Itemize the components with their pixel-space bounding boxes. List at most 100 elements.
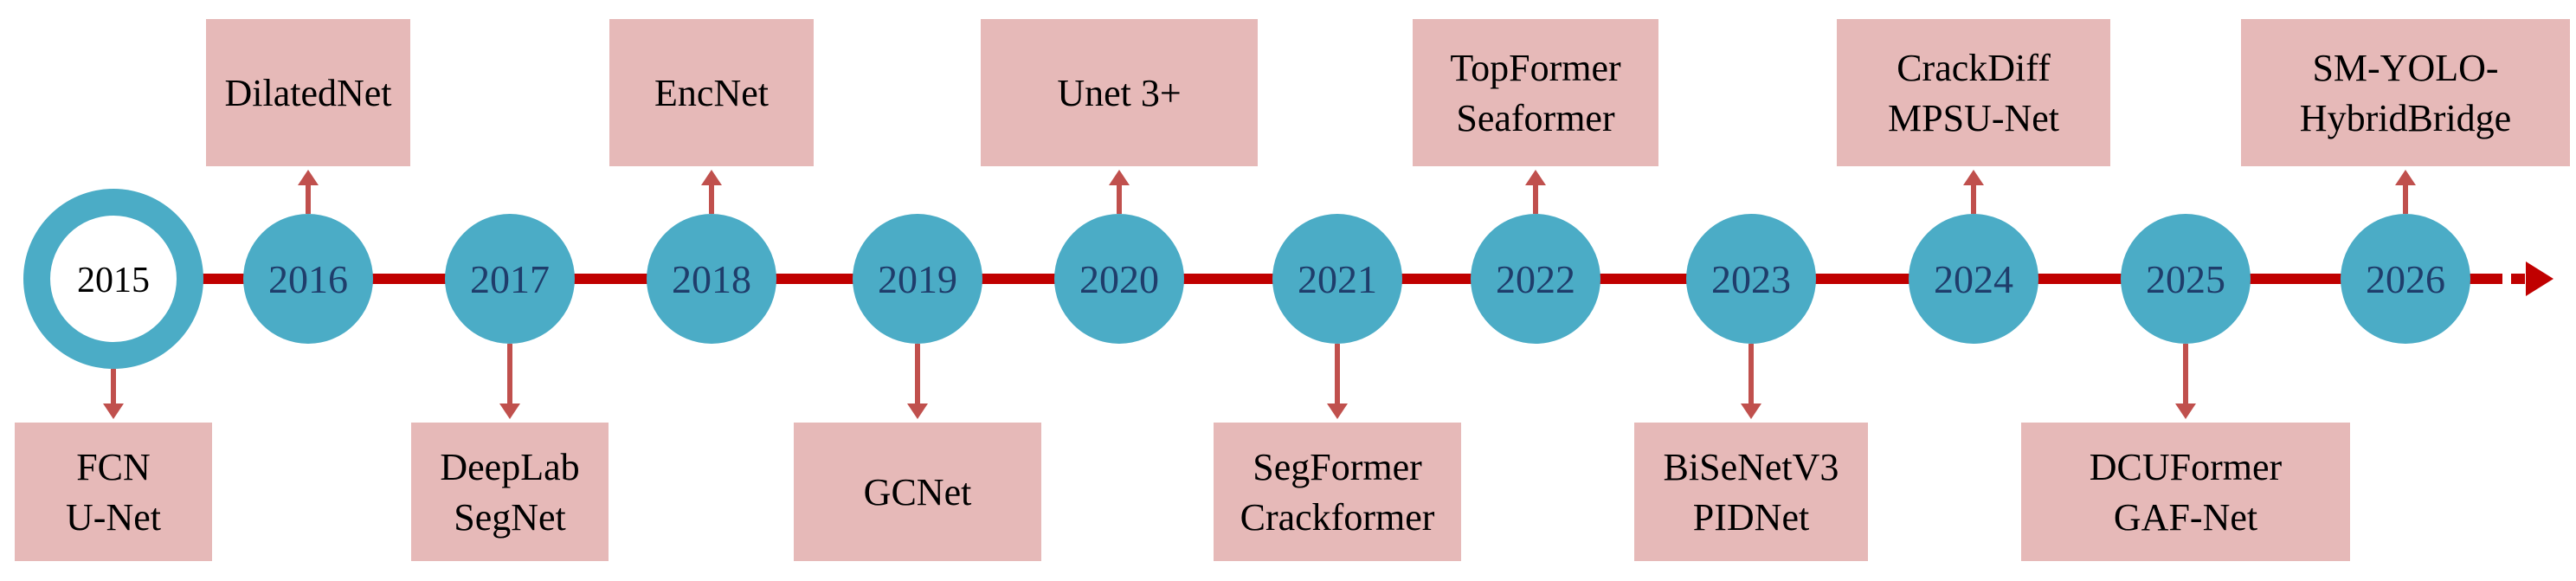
connector-arrow-2021 — [1327, 344, 1348, 419]
year-node-2020: 2020 — [1054, 214, 1184, 344]
method-box-bg — [1214, 423, 1461, 561]
method-name: EncNet — [654, 72, 769, 114]
method-box-bg — [206, 19, 410, 166]
timeline-arrow-icon — [2526, 261, 2553, 296]
year-node-circle — [647, 214, 776, 344]
method-name: GCNet — [864, 471, 972, 513]
method-name: HybridBridge — [2300, 97, 2511, 139]
year-label: 2024 — [1934, 257, 2013, 301]
year-node-circle — [1054, 214, 1184, 344]
connector-arrow-2024 — [1963, 170, 1984, 214]
year-node-circle — [1471, 214, 1600, 344]
year-node-2018: 2018 — [647, 214, 776, 344]
method-box-bg — [981, 19, 1258, 166]
arrow-head-icon — [1741, 403, 1761, 419]
year-node-circle — [853, 214, 982, 344]
method-name: MPSU-Net — [1888, 97, 2059, 139]
year-node-circle — [1272, 214, 1402, 344]
method-box-2020: Unet 3+ — [981, 19, 1258, 166]
method-name: Crackformer — [1240, 496, 1435, 539]
method-name: SM-YOLO- — [2312, 47, 2498, 89]
method-name: Unet 3+ — [1057, 72, 1181, 114]
arrow-head-icon — [298, 170, 319, 185]
method-name: PIDNet — [1693, 496, 1809, 539]
connector-arrow-2022 — [1525, 170, 1546, 214]
year-node-2022: 2022 — [1471, 214, 1600, 344]
method-name: GAF-Net — [2114, 496, 2257, 539]
year-label: 2017 — [470, 257, 550, 301]
year-node-2015: 2015 — [23, 189, 203, 369]
arrow-head-icon — [2175, 403, 2196, 419]
year-node-circle — [243, 214, 373, 344]
year-label: 2015 — [77, 261, 150, 300]
method-box-2016: DilatedNet — [206, 19, 410, 166]
year-label: 2021 — [1298, 257, 1377, 301]
year-node-circle — [445, 214, 575, 344]
year-label: 2025 — [2146, 257, 2225, 301]
year-node-circle — [2121, 214, 2251, 344]
year-node-circle — [1909, 214, 2038, 344]
method-box-2018: EncNet — [609, 19, 814, 166]
connector-arrow-2016 — [298, 170, 319, 214]
year-label: 2018 — [672, 257, 751, 301]
year-node-circle — [1686, 214, 1816, 344]
method-box-bg — [609, 19, 814, 166]
year-node-2023: 2023 — [1686, 214, 1816, 344]
method-box-bg — [794, 423, 1041, 561]
method-name: DCUFormer — [2090, 446, 2283, 488]
method-name: SegNet — [454, 496, 566, 539]
method-name: Seaformer — [1456, 97, 1615, 139]
arrow-head-icon — [907, 403, 928, 419]
connector-arrow-2015 — [103, 369, 124, 419]
year-node-2017: 2017 — [445, 214, 575, 344]
connector-arrow-2026 — [2395, 170, 2416, 214]
method-name: SegFormer — [1253, 446, 1422, 488]
year-node-2025: 2025 — [2121, 214, 2251, 344]
method-name: U-Net — [66, 496, 161, 539]
year-label: 2016 — [268, 257, 348, 301]
connector-arrow-2018 — [701, 170, 722, 214]
method-box-bg — [15, 423, 212, 561]
year-label: 2020 — [1079, 257, 1159, 301]
method-box-2026: SM-YOLO- HybridBridge — [2241, 19, 2570, 166]
year-node-2019: 2019 — [853, 214, 982, 344]
year-node-2016: 2016 — [243, 214, 373, 344]
arrow-head-icon — [2395, 170, 2416, 185]
arrow-head-icon — [1525, 170, 1546, 185]
connector-arrow-2025 — [2175, 344, 2196, 419]
year-label: 2023 — [1711, 257, 1791, 301]
year-label: 2026 — [2366, 257, 2445, 301]
method-box-2015: FCN U-Net — [15, 423, 212, 561]
method-box-bg — [411, 423, 609, 561]
year-label: 2019 — [878, 257, 957, 301]
method-box-bg — [2021, 423, 2350, 561]
year-node-circle — [2341, 214, 2470, 344]
arrow-head-icon — [1327, 403, 1348, 419]
method-box-bg — [1413, 19, 1658, 166]
connector-arrow-2020 — [1109, 170, 1130, 214]
method-name: FCN — [76, 446, 151, 488]
method-name: DilatedNet — [224, 72, 391, 114]
arrow-head-icon — [701, 170, 722, 185]
method-name: CrackDiff — [1897, 47, 2051, 89]
arrow-head-icon — [1963, 170, 1984, 185]
connector-arrow-2017 — [499, 344, 520, 419]
year-node-center — [50, 216, 177, 342]
arrow-head-icon — [103, 403, 124, 419]
year-node-2026: 2026 — [2341, 214, 2470, 344]
method-name: TopFormer — [1450, 47, 1621, 89]
method-name: BiSeNetV3 — [1664, 446, 1839, 488]
method-box-bg — [1837, 19, 2110, 166]
arrow-head-icon — [1109, 170, 1130, 185]
year-node-2024: 2024 — [1909, 214, 2038, 344]
method-box-2019: GCNet — [794, 423, 1041, 561]
connector-arrow-2023 — [1741, 344, 1761, 419]
method-box-bg — [1634, 423, 1868, 561]
